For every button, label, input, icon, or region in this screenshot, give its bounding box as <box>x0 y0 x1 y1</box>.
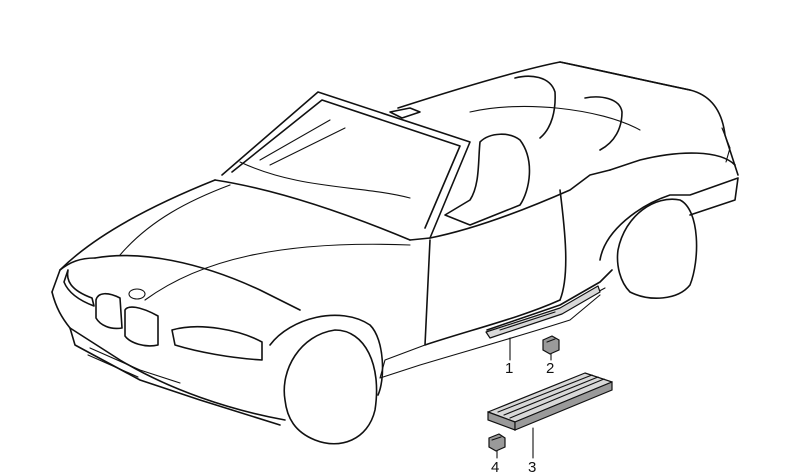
part-1-sill-strip[interactable] <box>485 285 601 339</box>
part-3-entrance-strip[interactable] <box>487 372 613 431</box>
callout-2-label[interactable]: 2 <box>546 360 554 377</box>
part-4-clip[interactable] <box>488 433 506 452</box>
callout-3-label[interactable]: 3 <box>528 459 536 473</box>
callout-1-label[interactable]: 1 <box>505 360 513 377</box>
part-2-clip[interactable] <box>542 335 560 355</box>
car-illustration <box>51 61 739 445</box>
callout-leaders <box>496 337 552 459</box>
callout-4-label[interactable]: 4 <box>491 459 499 473</box>
